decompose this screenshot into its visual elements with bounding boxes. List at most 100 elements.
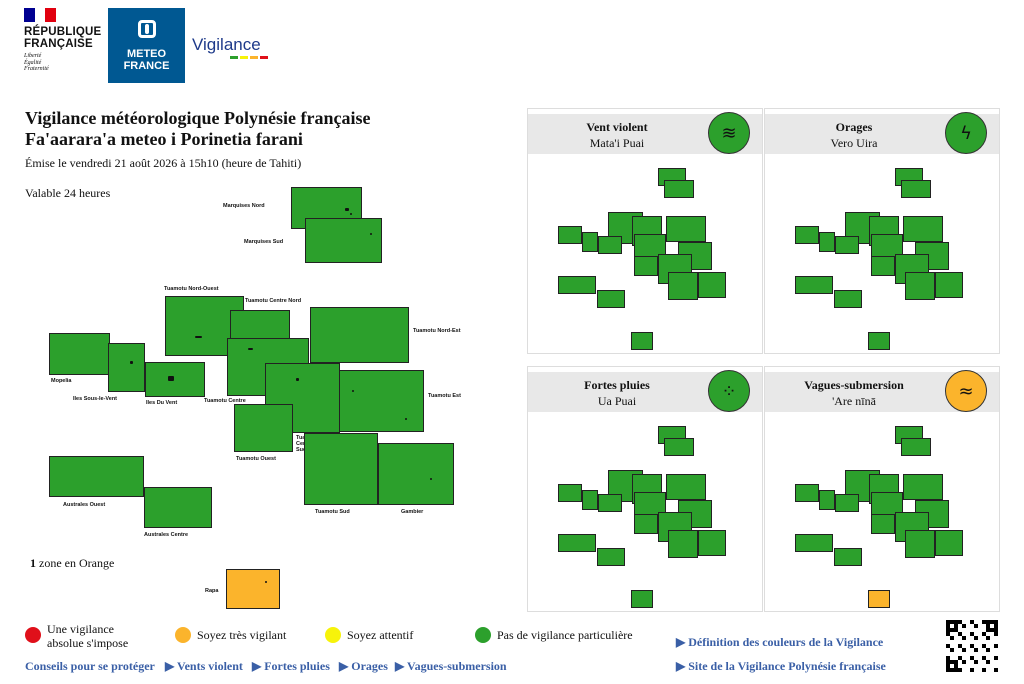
- zone-tuamotu-sud[interactable]: [304, 433, 378, 505]
- label-australes-centre: Australes Centre: [144, 532, 189, 538]
- mini-zone: [698, 272, 726, 298]
- panel-orages[interactable]: Orages Vero Uira ϟ: [764, 108, 1000, 354]
- polynesia-vigilance-map: Marquises Nord Marquises Sud Tuamotu Nor…: [0, 178, 520, 618]
- page-title: Vigilance météorologique Polynésie franç…: [25, 108, 371, 149]
- mini-zone: [582, 232, 598, 252]
- panel-subtitle: Ua Puai: [597, 394, 637, 408]
- island-dot: [345, 208, 349, 211]
- wave-icon: ≈: [945, 370, 987, 412]
- label-australes-ouest: Australes Ouest: [63, 502, 106, 508]
- mini-zone: [903, 216, 943, 242]
- island-dot: [168, 376, 174, 381]
- island-dot: [430, 478, 432, 480]
- panel-fortes-pluies[interactable]: Fortes pluies Ua Puai ⁘: [527, 366, 763, 612]
- mini-zone: [795, 276, 833, 294]
- mini-zone: [834, 290, 862, 308]
- emission-date: Émise le vendredi 21 août 2026 à 15h10 (…: [25, 156, 302, 170]
- link-vents[interactable]: ▶ Vents violent: [165, 659, 243, 673]
- mini-zone: [634, 256, 658, 276]
- panel-vagues-submersion[interactable]: Vagues-submersion 'Are nīnā ≈: [764, 366, 1000, 612]
- legend-label-yellow: Soyez attentif: [347, 628, 414, 642]
- panel-title: Orages: [835, 120, 873, 134]
- mini-zone: [819, 232, 835, 252]
- link-site-vigilance[interactable]: ▶ Site de la Vigilance Polynésie françai…: [676, 659, 886, 673]
- panel-vent-violent[interactable]: Vent violent Mata'i Puai ≋: [527, 108, 763, 354]
- mini-zone: [698, 530, 726, 556]
- mini-zone: [871, 256, 895, 276]
- zone-australes-centre[interactable]: [144, 487, 212, 528]
- panel-map: [765, 412, 999, 612]
- zone-iles-sous-le-vent[interactable]: [108, 343, 145, 392]
- label-iles-du-vent: Iles Du Vent: [146, 400, 178, 406]
- link-vagues[interactable]: ▶ Vagues-submersion: [395, 659, 507, 673]
- panel-map: [528, 154, 762, 354]
- island-dot: [195, 336, 202, 338]
- vigilance-logo: Vigilance: [192, 35, 261, 54]
- republique-motto: Liberté Égalité Fraternité: [24, 53, 49, 72]
- panel-subtitle: Vero Uira: [830, 136, 878, 150]
- zone-marquises-sud[interactable]: [305, 218, 382, 263]
- mini-zone: [582, 490, 598, 510]
- link-orages[interactable]: ▶ Orages: [339, 659, 388, 673]
- label-marquises-sud: Marquises Sud: [244, 239, 284, 245]
- zone-rapa[interactable]: [226, 569, 280, 609]
- mini-zone: [558, 226, 582, 244]
- panel-subtitle: 'Are nīnā: [832, 394, 876, 408]
- mini-zone: [935, 530, 963, 556]
- mini-zone: [795, 226, 819, 244]
- legend-dot-orange: [175, 627, 191, 643]
- label-tuamotu-centre-nord: Tuamotu Centre Nord: [245, 298, 302, 304]
- zone-mopelia[interactable]: [49, 333, 110, 375]
- mini-zone: [634, 492, 666, 518]
- zone-tuamotu-centre-est-link[interactable]: [265, 363, 340, 433]
- mini-zone: [558, 276, 596, 294]
- island-dot: [296, 378, 299, 381]
- island-dot: [350, 213, 352, 215]
- panel-title: Fortes pluies: [584, 378, 650, 392]
- mini-zone: [834, 548, 862, 566]
- island-dot: [405, 418, 407, 420]
- french-flag-icon: [24, 8, 57, 22]
- zone-iles-du-vent[interactable]: [145, 362, 205, 397]
- link-fortes-pluies[interactable]: ▶ Fortes pluies: [252, 659, 330, 673]
- mini-zone: [905, 530, 935, 558]
- label-iles-sous-le-vent: Iles Sous-le-Vent: [73, 396, 118, 402]
- phenomena-panels: Vent violent Mata'i Puai ≋ Orages Vero U…: [527, 108, 1001, 612]
- link-definition-couleurs[interactable]: ▶ Définition des couleurs de la Vigilanc…: [676, 635, 884, 649]
- wind-icon: ≋: [708, 112, 750, 154]
- legend-dot-red: [25, 627, 41, 643]
- zone-tuamotu-ouest[interactable]: [234, 404, 293, 452]
- legend-dot-yellow: [325, 627, 341, 643]
- zone-tuamotu-est[interactable]: [337, 370, 424, 432]
- mini-zone: [666, 216, 706, 242]
- legend-label-orange: Soyez très vigilant: [197, 628, 287, 642]
- mini-zone: [835, 236, 859, 254]
- republique-francaise-logo: RÉPUBLIQUE FRANÇAISE Liberté Égalité Fra…: [24, 8, 102, 84]
- mini-zone: [631, 332, 653, 350]
- island-dot: [370, 233, 372, 235]
- mini-zone: [558, 534, 596, 552]
- label-tuamotu-ouest: Tuamotu Ouest: [236, 456, 276, 462]
- mini-zone: [903, 474, 943, 500]
- label-mopelia: Mopelia: [51, 378, 72, 384]
- mini-zone: [668, 530, 698, 558]
- mini-zone: [664, 180, 694, 198]
- zone-gambier[interactable]: [378, 443, 454, 505]
- validity-text: Valable 24 heures: [25, 186, 111, 200]
- label-tuamotu-sud: Tuamotu Sud: [315, 509, 350, 515]
- link-conseils[interactable]: Conseils pour se protéger: [25, 659, 155, 673]
- island-dot: [265, 581, 267, 583]
- qr-code-icon: [946, 620, 998, 672]
- meteo-france-logo: METEO FRANCE: [108, 8, 185, 83]
- zone-tuamotu-nord-est[interactable]: [310, 307, 409, 363]
- island-dot: [248, 348, 253, 350]
- island-dot: [130, 361, 133, 364]
- zone-australes-ouest[interactable]: [49, 456, 144, 497]
- legend-dot-green: [475, 627, 491, 643]
- label-tuamotu-est: Tuamotu Est: [428, 393, 461, 399]
- mini-zone: [634, 514, 658, 534]
- mini-zone: [598, 236, 622, 254]
- republique-francaise-name: RÉPUBLIQUE FRANÇAISE: [24, 26, 102, 50]
- mini-zone: [598, 494, 622, 512]
- panel-title: Vagues-submersion: [804, 378, 904, 392]
